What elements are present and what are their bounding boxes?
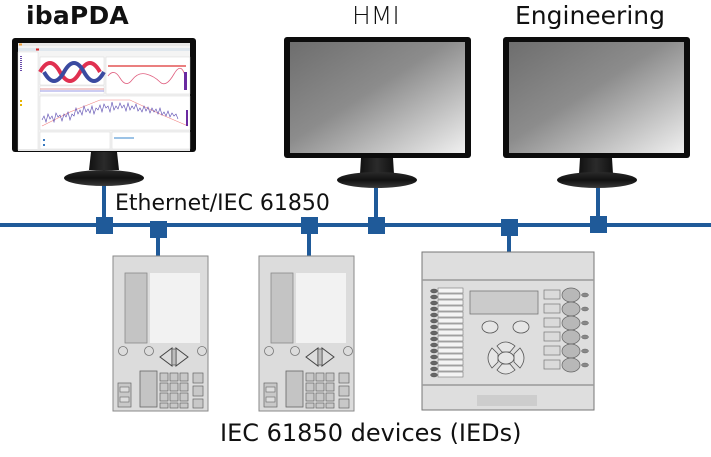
ethernet-bus xyxy=(0,180,711,256)
network-junction-icon xyxy=(150,221,167,238)
ibapda-label: ibaPDA xyxy=(26,1,129,30)
hmi-screen xyxy=(290,42,465,153)
engineering-monitor-icon xyxy=(503,37,690,188)
network-label: Ethernet/IEC 61850 xyxy=(115,191,330,216)
engineering-screen xyxy=(509,42,684,153)
network-junction-icon xyxy=(501,219,518,236)
hmi-monitor-icon xyxy=(284,37,471,188)
ibapda-monitor-icon xyxy=(12,38,196,186)
network-junction-icon xyxy=(368,217,385,234)
ied-device-icon xyxy=(112,255,209,412)
ied-device-icon xyxy=(258,255,355,412)
network-junction-icon xyxy=(301,217,318,234)
engineering-label: Engineering xyxy=(515,1,665,30)
devices-label: IEC 61850 devices (IEDs) xyxy=(220,419,522,447)
network-junction-icon xyxy=(590,216,607,233)
ied-device-icon xyxy=(421,251,595,411)
network-junction-icon xyxy=(96,217,113,234)
hmi-label: HMI xyxy=(352,1,400,30)
